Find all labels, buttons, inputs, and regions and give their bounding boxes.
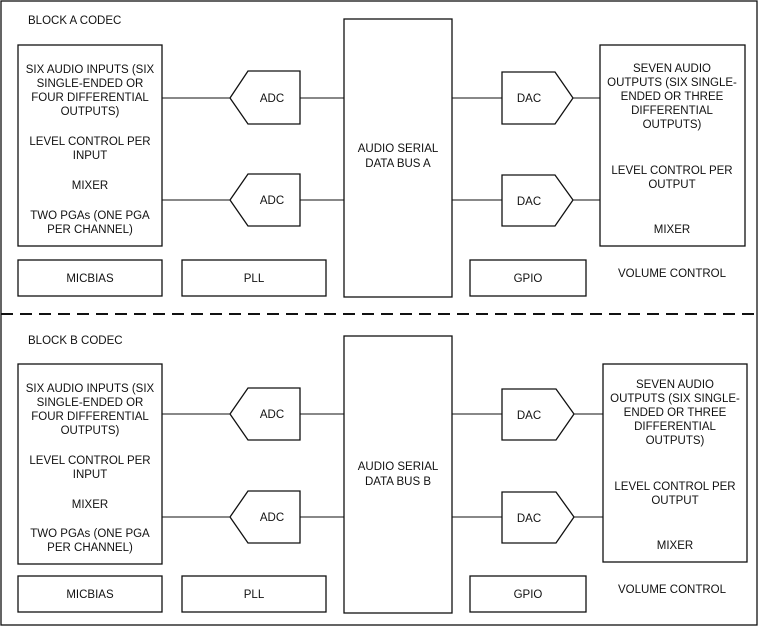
block-b-level-line1: LEVEL CONTROL PER [29,455,150,467]
block-a-adc2 [229,173,301,227]
block-b-dac2 [501,491,575,544]
block-b-dac1 [501,388,575,441]
block-a-out-level-line1: LEVEL CONTROL PER [611,165,732,177]
block-a-inputs-box [17,44,163,247]
block-a-bus-line1: AUDIO SERIAL [358,143,439,155]
block-b-outputs-line3: ENDED OR THREE [624,407,727,419]
block-a-dac1-label: DAC [517,93,541,105]
block-b-inputs-text: SIX AUDIO INPUTS (SIX SINGLE-ENDED OR FO… [26,383,155,554]
block-b-out-level-line1: LEVEL CONTROL PER [614,481,735,493]
block-a-gpio-box [469,259,587,297]
block-a-gpio-label: GPIO [514,273,543,285]
block-a-micbias-box [17,259,163,297]
block-b-bus-line2: DATA BUS B [365,476,431,488]
block-b-inputs-line3: FOUR DIFFERENTIAL [31,411,149,423]
block-a-level-line1: LEVEL CONTROL PER [29,136,150,148]
block-a-inputs-line3: FOUR DIFFERENTIAL [31,92,149,104]
block-b-inputs-box [17,363,163,565]
block-b-pll-box [181,575,327,613]
block-a-dac1 [501,71,574,125]
block-a-serial-bus [343,18,453,298]
block-a-dac2 [501,174,574,227]
block-b-outputs-text: SEVEN AUDIO OUTPUTS (SIX SINGLE- ENDED O… [610,379,740,552]
block-b-outputs-line1: SEVEN AUDIO [636,379,714,391]
block-b-adc1-label: ADC [260,409,284,421]
block-a-outputs-line2: OUTPUTS (SIX SINGLE- [607,77,737,89]
block-a-out-mixer-label: MIXER [654,224,690,236]
block-b-adc1 [229,387,301,441]
block-a-inputs-line4: OUTPUTS) [61,106,120,118]
block-b-micbias-box [17,575,163,613]
block-b-dac2-label: DAC [517,513,541,525]
block-a-dac2-label: DAC [517,196,541,208]
block-b-pga-line2: PER CHANNEL) [47,542,133,554]
block-a-outputs-line4: DIFFERENTIAL [631,105,713,117]
block-a-inputs-text: SIX AUDIO INPUTS (SIX SINGLE-ENDED OR FO… [26,64,155,236]
block-a-outputs-text: SEVEN AUDIO OUTPUTS (SIX SINGLE- ENDED O… [607,63,737,236]
block-a-codec: BLOCK A CODEC SIX AUDIO INPUTS (SIX SING… [17,15,746,298]
block-b-outputs-line2: OUTPUTS (SIX SINGLE- [610,393,740,405]
block-a-micbias-label: MICBIAS [66,273,114,285]
block-a-pll-label: PLL [244,273,265,285]
block-a-inputs-line2: SINGLE-ENDED OR [37,78,144,90]
block-b-pga-line1: TWO PGAs (ONE PGA [30,528,150,540]
block-b-pll-label: PLL [244,589,265,601]
block-a-level-line2: INPUT [73,150,108,162]
block-a-pga-line2: PER CHANNEL) [47,224,133,236]
block-b-volume-label: VOLUME CONTROL [618,584,727,596]
block-b-outputs-line4: DIFFERENTIAL [634,421,716,433]
block-a-outputs-line1: SEVEN AUDIO [633,63,711,75]
block-a-outputs-line5: OUTPUTS) [643,119,702,131]
block-b-gpio-box [469,575,587,613]
block-b-adc2-label: ADC [260,512,284,524]
block-a-mixer-label: MIXER [72,180,108,192]
block-b-outputs-line5: OUTPUTS) [646,435,705,447]
block-a-adc2-label: ADC [260,195,284,207]
block-a-outputs-line3: ENDED OR THREE [621,91,724,103]
block-a-adc1 [229,70,301,125]
block-b-inputs-line2: SINGLE-ENDED OR [37,397,144,409]
block-a-bus-line2: DATA BUS A [365,158,431,170]
block-a-out-level-line2: OUTPUT [648,179,695,191]
block-a-pll-box [181,259,327,297]
block-b-adc2 [229,490,301,544]
block-a-outputs-box [599,44,746,247]
block-b-inputs-line4: OUTPUTS) [61,425,120,437]
block-b-mixer-label: MIXER [72,499,108,511]
block-a-pga-line1: TWO PGAs (ONE PGA [30,210,150,222]
block-b-outputs-box [602,363,748,563]
block-a-adc1-label: ADC [260,93,284,105]
block-b-inputs-line1: SIX AUDIO INPUTS (SIX [26,383,155,395]
block-b-gpio-label: GPIO [514,589,543,601]
block-b-serial-bus [343,335,453,614]
block-a-inputs-line1: SIX AUDIO INPUTS (SIX [26,64,155,76]
block-b-out-level-line2: OUTPUT [651,495,698,507]
block-b-micbias-label: MICBIAS [66,589,114,601]
block-b-bus-line1: AUDIO SERIAL [358,461,439,473]
block-a-volume-label: VOLUME CONTROL [618,268,727,280]
block-b-out-mixer-label: MIXER [657,540,693,552]
block-b-title: BLOCK B CODEC [28,335,123,347]
block-a-title: BLOCK A CODEC [28,15,121,27]
block-b-dac1-label: DAC [517,410,541,422]
block-b-codec: BLOCK B CODEC SIX AUDIO INPUTS (SIX SING… [17,335,748,614]
block-b-level-line2: INPUT [73,469,108,481]
